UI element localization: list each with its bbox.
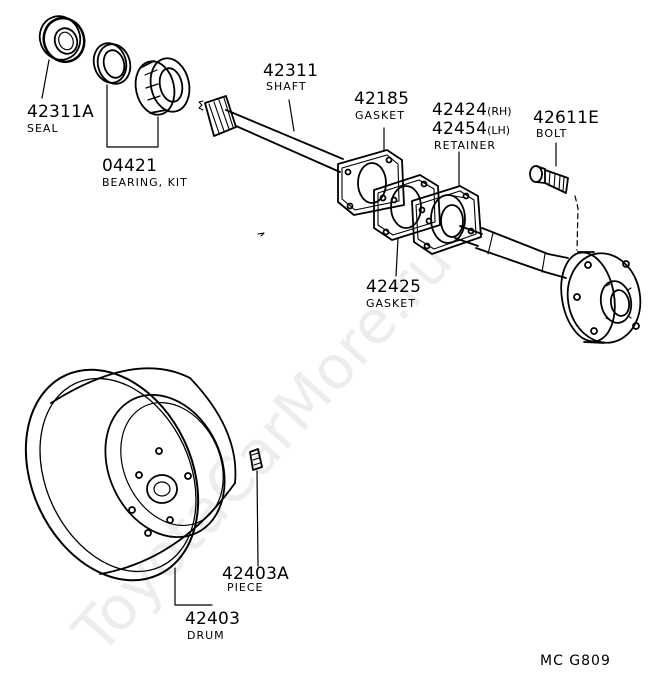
diagram-code: MC G809 <box>540 653 611 669</box>
gasket-outer-part-number: 42185 <box>354 89 410 109</box>
gasket-outer-part-name: GASKET <box>355 109 405 122</box>
retainer-lh-suffix: (LH) <box>487 124 511 137</box>
axle-flange-drawing <box>560 251 642 344</box>
piece-part-name: PIECE <box>227 581 264 594</box>
shaft-part-name: SHAFT <box>266 80 307 93</box>
gasket-inner-drawing <box>373 174 441 241</box>
bearing-kit-part-name: BEARING, KIT <box>102 176 188 189</box>
bearing-cup-drawing <box>92 42 132 85</box>
retainer-rh-part-number: 42424(RH) <box>432 100 512 120</box>
shaft-part-number: 42311 <box>263 61 319 81</box>
gasket-inner-part-number: 42425 <box>366 277 422 297</box>
gasket-outer-drawing <box>337 149 405 216</box>
bolt-part-number: 42611E <box>533 108 600 128</box>
bearing-cone-drawing <box>134 57 191 116</box>
drum-part-number: 42403 <box>185 609 241 629</box>
piece-part-number: 42403A <box>222 564 289 584</box>
retainer-drawing <box>411 185 482 255</box>
seal-part-number: 42311A <box>27 102 94 122</box>
bearing-kit-part-number: 04421 <box>102 156 158 176</box>
brake-drum-drawing <box>24 367 237 582</box>
retainer-rh-suffix: (RH) <box>487 105 512 118</box>
bolt-drawing <box>529 165 569 194</box>
bolt-part-name: BOLT <box>536 127 568 140</box>
piece-drawing <box>249 448 263 471</box>
drum-part-name: DRUM <box>187 629 225 642</box>
seal-part-name: SEAL <box>27 122 59 135</box>
gasket-inner-part-name: GASKET <box>366 297 416 310</box>
retainer-part-name: RETAINER <box>434 139 497 152</box>
seal-drawing <box>38 15 86 64</box>
retainer-lh-part-number: 42454(LH) <box>432 119 511 139</box>
